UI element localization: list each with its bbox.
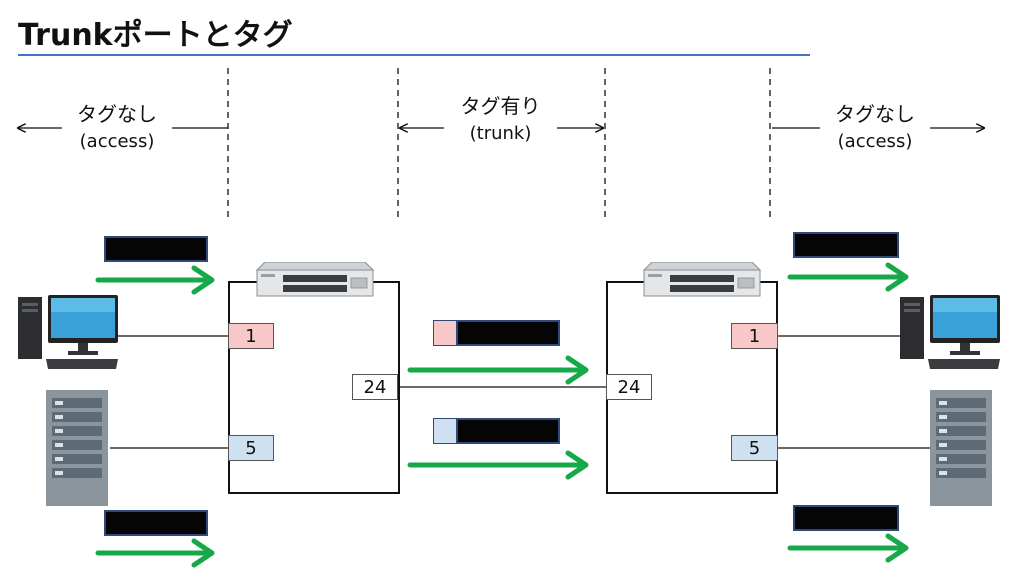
zone-label-right-title: タグなし xyxy=(835,102,915,126)
frame-untagged xyxy=(104,236,208,262)
frame-tagged xyxy=(456,418,560,444)
port-24-left: 24 xyxy=(352,374,398,400)
arrow-right-icon xyxy=(95,265,215,295)
frame-untagged xyxy=(793,232,899,258)
frame-untagged xyxy=(104,510,208,536)
zone-label-center-title: タグ有り xyxy=(460,94,541,118)
server-icon xyxy=(46,390,108,506)
network-switch-icon xyxy=(642,261,762,298)
arrow-right-icon xyxy=(787,262,909,292)
title-underline xyxy=(18,54,810,56)
zone-label-right: タグなし (access) xyxy=(820,100,930,156)
port-1-right: 1 xyxy=(731,323,778,349)
zone-label-right-sub: (access) xyxy=(837,131,913,152)
page-title: Trunkポートとタグ xyxy=(18,18,293,53)
port-24-right: 24 xyxy=(606,374,652,400)
arrow-right-icon xyxy=(95,538,215,568)
port-5-right: 5 xyxy=(731,435,778,461)
pc-icon xyxy=(18,295,120,371)
arrow-right-icon xyxy=(407,355,589,385)
arrow-right-icon xyxy=(407,450,589,480)
arrow-right-icon xyxy=(787,533,909,563)
zone-label-center: タグ有り (trunk) xyxy=(444,92,557,148)
network-switch-icon xyxy=(255,261,375,298)
frame-tagged xyxy=(456,320,560,346)
zone-label-left-title: タグなし xyxy=(77,102,157,126)
vlan-tag-red xyxy=(433,320,457,346)
zone-label-center-sub: (trunk) xyxy=(469,123,532,144)
vlan-tag-blue xyxy=(433,418,457,444)
port-1-left: 1 xyxy=(228,323,274,349)
pc-icon xyxy=(900,295,1002,371)
server-icon xyxy=(930,390,992,506)
zone-label-left: タグなし (access) xyxy=(62,100,172,156)
port-5-left: 5 xyxy=(228,435,274,461)
zone-label-left-sub: (access) xyxy=(79,131,155,152)
frame-untagged xyxy=(793,505,899,531)
